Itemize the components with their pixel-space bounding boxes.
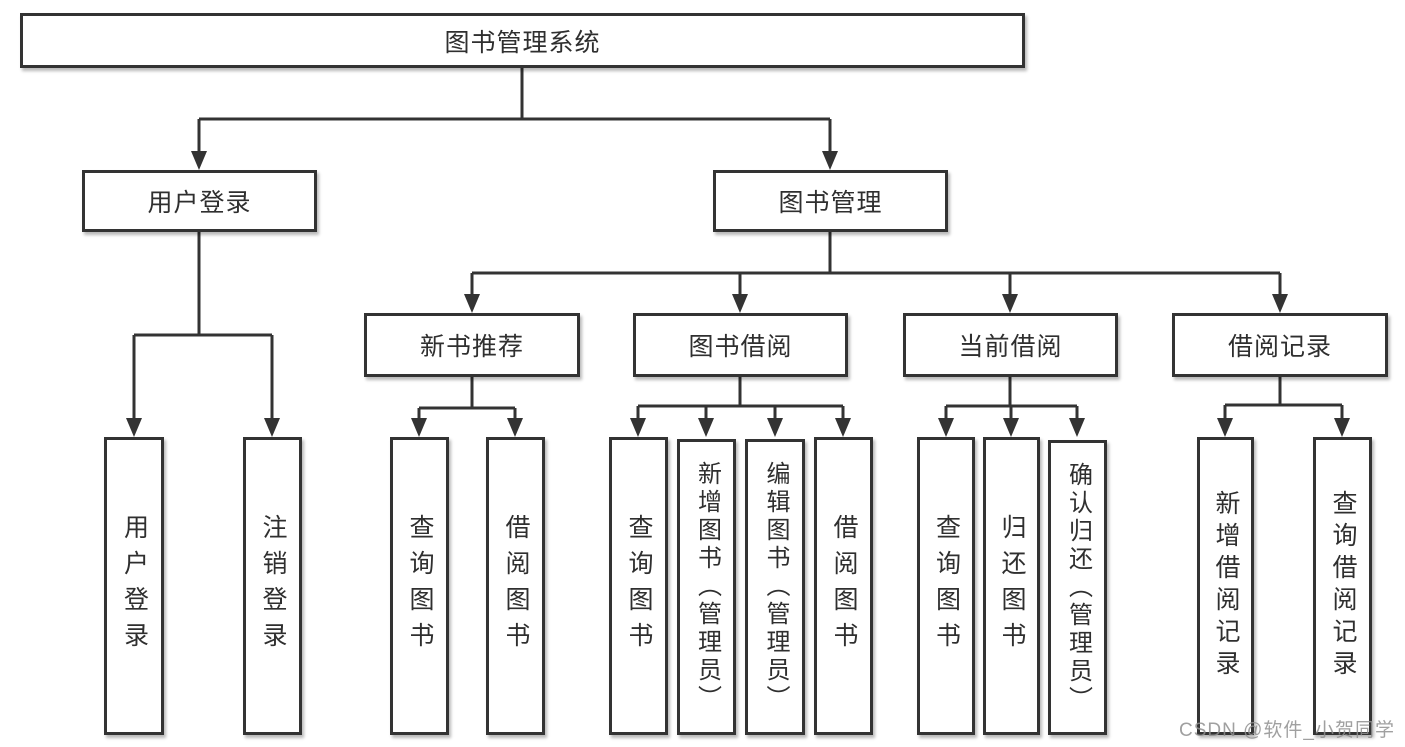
leaf-label: 查询图书 bbox=[625, 514, 653, 658]
csdn-watermark: CSDN @软件_小贺同学 bbox=[1179, 720, 1395, 741]
leaf-query-books-current: 查询图书 bbox=[917, 437, 975, 735]
node-label: 用户登录 bbox=[147, 189, 252, 217]
leaf-confirm-return-admin: 确认归还（管理员） bbox=[1048, 440, 1107, 735]
leaf-return-book: 归还图书 bbox=[983, 437, 1040, 735]
node-label: 图书管理 bbox=[778, 189, 883, 217]
leaf-label: 编辑图书（管理员） bbox=[762, 461, 789, 713]
leaf-label: 借阅图书 bbox=[502, 514, 530, 658]
node-book-borrow: 图书借阅 bbox=[633, 313, 848, 377]
leaf-label: 确认归还（管理员） bbox=[1064, 461, 1092, 714]
node-current-borrow: 当前借阅 bbox=[903, 313, 1118, 377]
leaf-query-borrow-record: 查询借阅记录 bbox=[1313, 437, 1372, 735]
leaf-label: 归还图书 bbox=[998, 514, 1026, 658]
leaf-label: 借阅图书 bbox=[830, 514, 858, 658]
node-borrow-records: 借阅记录 bbox=[1172, 313, 1388, 377]
leaf-edit-book-admin: 编辑图书（管理员） bbox=[745, 439, 805, 735]
node-user-login: 用户登录 bbox=[82, 170, 317, 232]
leaf-user-login: 用户登录 bbox=[104, 437, 164, 735]
node-label: 当前借阅 bbox=[958, 333, 1063, 361]
leaf-borrow-books: 借阅图书 bbox=[814, 437, 873, 735]
leaf-query-books-recommend: 查询图书 bbox=[390, 437, 449, 735]
node-library-management-system: 图书管理系统 bbox=[20, 13, 1025, 68]
leaf-label: 新增借阅记录 bbox=[1212, 490, 1240, 682]
leaf-label: 查询图书 bbox=[406, 514, 434, 658]
node-label: 借阅记录 bbox=[1227, 333, 1332, 361]
leaf-logout: 注销登录 bbox=[243, 437, 302, 735]
leaf-label: 注销登录 bbox=[259, 514, 287, 658]
leaf-label: 用户登录 bbox=[120, 514, 149, 658]
node-label: 图书借阅 bbox=[688, 333, 793, 361]
leaf-add-borrow-record: 新增借阅记录 bbox=[1197, 437, 1254, 735]
node-label: 新书推荐 bbox=[419, 333, 524, 361]
leaf-label: 新增图书（管理员） bbox=[693, 461, 721, 713]
leaf-borrow-books-recommend: 借阅图书 bbox=[486, 437, 545, 735]
node-new-book-recommend: 新书推荐 bbox=[364, 313, 580, 377]
leaf-query-books-borrow: 查询图书 bbox=[609, 437, 668, 735]
leaf-label: 查询图书 bbox=[932, 514, 961, 658]
node-book-management: 图书管理 bbox=[713, 170, 948, 232]
leaf-add-book-admin: 新增图书（管理员） bbox=[677, 439, 736, 735]
leaf-label: 查询借阅记录 bbox=[1329, 490, 1357, 682]
node-label: 图书管理系统 bbox=[444, 28, 601, 57]
